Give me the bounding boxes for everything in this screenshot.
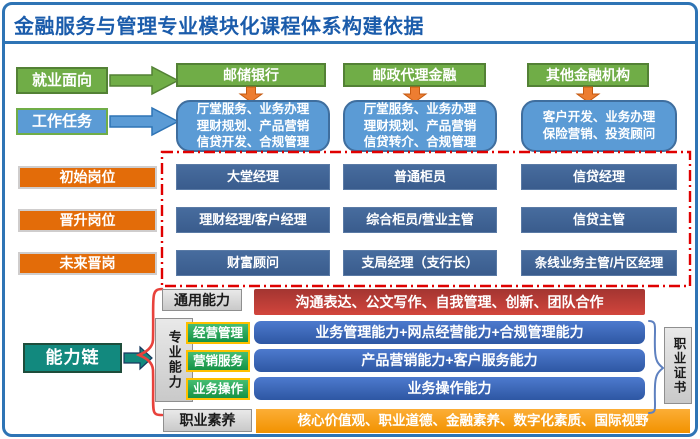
red-brace [135,287,164,417]
green-right-arrow-icon [109,65,180,96]
blue-bracket [648,320,665,414]
job-box: 信贷经理 [521,164,677,190]
task-box-other-institutions: 客户开发、业务办理 保险营销、投资顾问 [521,100,677,152]
jobs-dashed-frame [160,150,692,288]
row-label-future-position: 未来晋岗 [18,252,157,275]
job-box: 支局经理（支行长） [343,250,497,276]
blue-right-arrow-icon [109,106,180,137]
task-line: 理财规划、产品营销 [196,118,310,133]
task-line: 信贷开发、合规管理 [196,135,310,150]
job-box: 财富顾问 [176,250,330,276]
task-line: 信贷转介、合规管理 [363,135,477,150]
task-box-psbc: 厅堂服务、业务办理 理财规划、产品营销 信贷开发、合规管理 [176,100,330,152]
employment-direction-label: 就业面向 [16,67,108,94]
job-box: 理财经理/客户经理 [176,207,330,233]
module-tag-business-operation: 业务操作 [186,378,250,400]
title-divider [2,41,698,44]
work-task-label: 工作任务 [16,108,108,135]
module-content-marketing-service: 产品营销能力+客户服务能力 [254,349,645,372]
page-title: 金融服务与管理专业模块化课程体系构建依据 [14,16,424,38]
general-ability-label: 通用能力 [162,289,242,311]
orange-down-arrow-icon [402,86,428,103]
module-tag-operation-management: 经营管理 [186,322,250,344]
task-line: 保险营销、投资顾问 [542,127,656,141]
task-line: 客户开发、业务办理 [542,110,656,125]
row-label-initial-position: 初始岗位 [18,166,157,189]
capability-chain-label: 能力链 [23,343,122,373]
org-header-psbc: 邮储银行 [176,63,326,87]
module-tag-marketing-service: 营销服务 [186,350,250,372]
org-header-postal-agency: 邮政代理金融 [343,63,486,87]
task-box-postal-agency: 厅堂服务、业务办理 理财规划、产品营销 信贷转介、合规管理 [343,100,497,152]
job-box: 普通柜员 [343,164,497,190]
orange-down-arrow-icon [575,86,601,103]
orange-down-arrow-icon [238,86,264,103]
professional-quality-content: 核心价值观、职业道德、金融素养、数字化素质、国际视野 [256,409,690,433]
module-content-operation-management: 业务管理能力+网点经营能力+合规管理能力 [254,321,645,344]
row-label-promotion-position: 晋升岗位 [18,209,157,232]
professional-quality-label: 职业素养 [163,409,252,432]
task-line: 厅堂服务、业务办理 [196,101,310,116]
task-line: 理财规划、产品营销 [363,118,477,133]
certificate-label: 职业证书 [664,327,692,404]
job-box: 大堂经理 [176,164,330,190]
general-ability-content: 沟通表达、公文写作、自我管理、创新、团队合作 [254,289,645,315]
task-line: 厅堂服务、业务办理 [363,101,477,116]
job-box: 条线业务主管/片区经理 [521,250,677,276]
job-box: 信贷主管 [521,207,677,233]
module-content-business-operation: 业务操作能力 [254,377,645,400]
org-header-other-institutions: 其他金融机构 [527,63,649,87]
job-box: 综合柜员/营业主管 [343,207,497,233]
